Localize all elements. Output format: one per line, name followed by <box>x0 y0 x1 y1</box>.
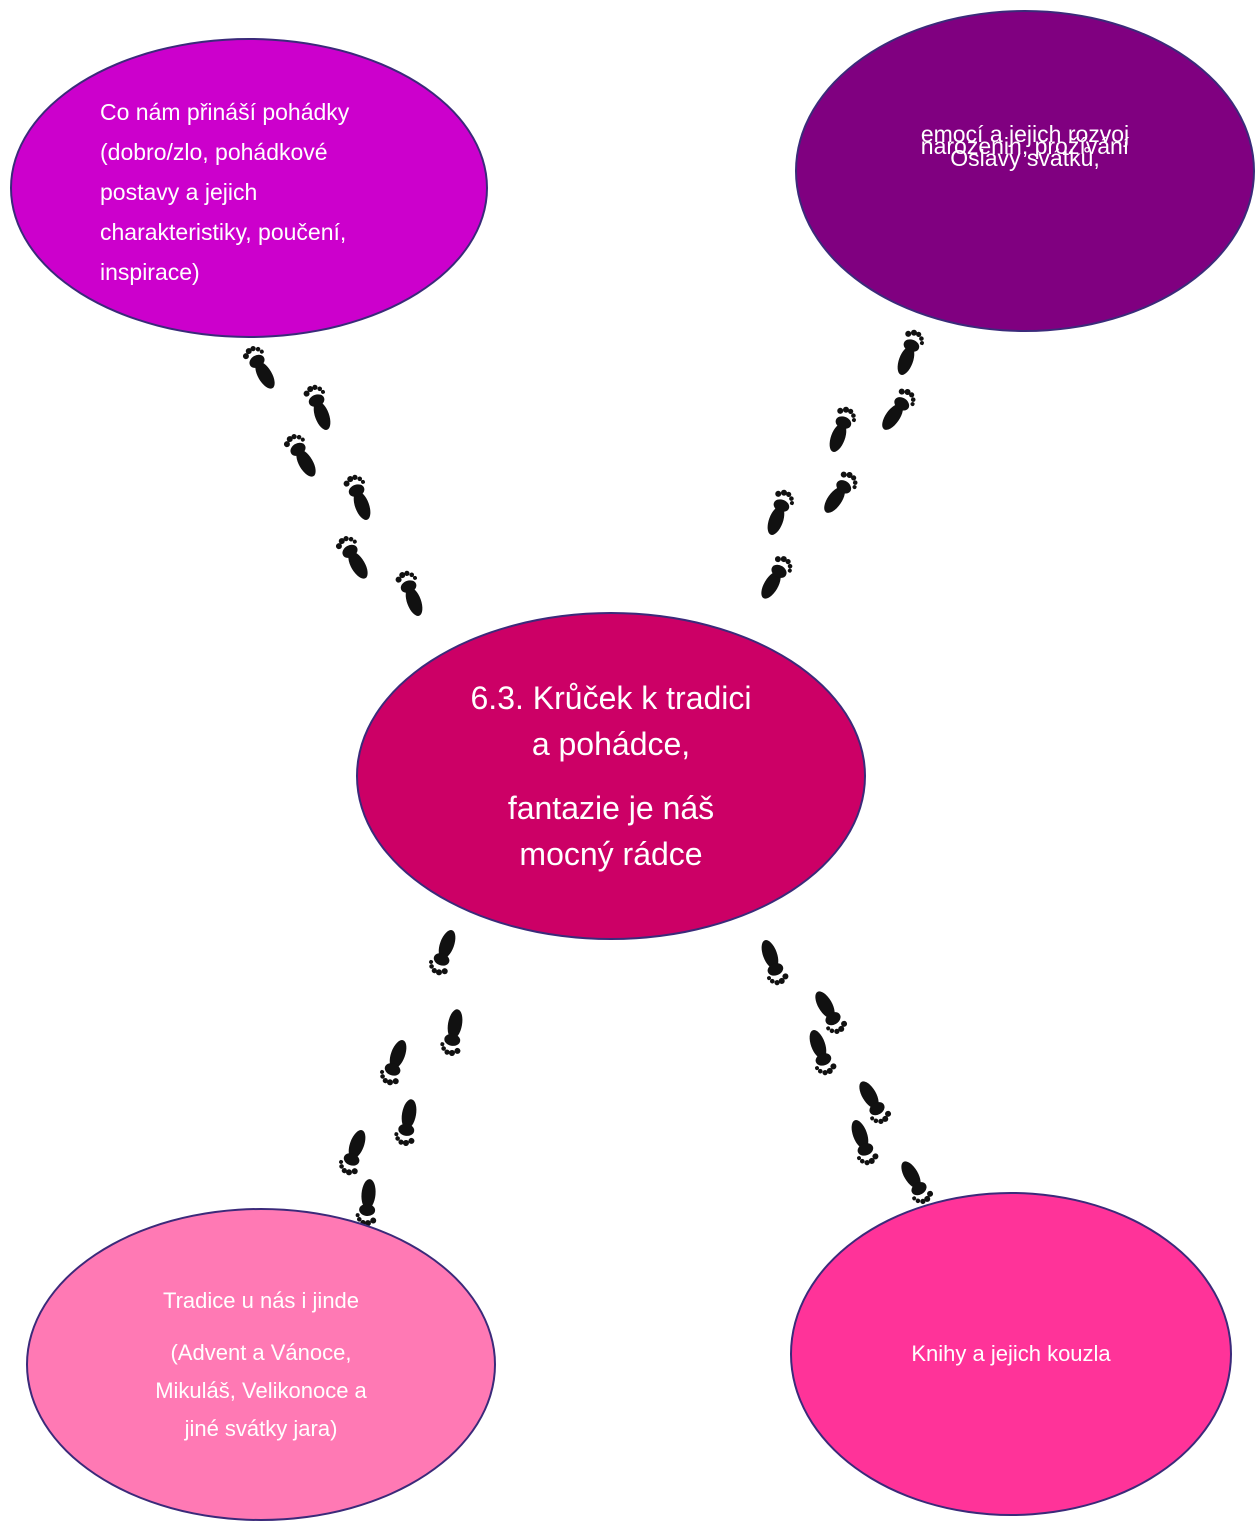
central-topic-line: 6.3. Krůček k tradici <box>470 680 752 716</box>
trail-bottom-right <box>754 936 936 1209</box>
node-text-line: jiné svátky jara) <box>184 1415 338 1441</box>
node-celebrations: Oslavy svátků, narozenin, prožívání emoc… <box>795 10 1255 332</box>
node-title: Tradice u nás i jinde <box>162 1287 360 1313</box>
node-text-line: charakteristiky, poučení, <box>100 219 347 245</box>
central-topic-line: fantazie je náš <box>507 790 715 826</box>
node-text-line: Co nám přináší pohádky <box>100 99 350 125</box>
node-text-line: (Advent a Vánoce, <box>170 1339 352 1365</box>
central-topic-line: mocný rádce <box>519 836 703 872</box>
node-text-line: emocí a jejich rozvoj <box>920 121 1130 147</box>
node-text-line: Mikuláš, Velikonoce a <box>155 1377 367 1403</box>
node-text-line: (dobro/zlo, pohádkové <box>100 139 328 165</box>
node-text-line: inspirace) <box>100 259 200 285</box>
node-text-line: postavy a jejich <box>100 179 258 205</box>
trail-top-right <box>754 327 928 604</box>
node-text-line: narozenin, prožívání <box>920 133 1130 159</box>
node-text-line: Oslavy svátků, <box>950 145 1100 171</box>
central-topic-line: a pohádce, <box>531 726 691 762</box>
node-text-line: Knihy a jejich kouzla <box>911 1341 1111 1366</box>
node-traditions: Tradice u nás i jinde (Advent a Vánoce, … <box>26 1208 496 1521</box>
central-topic-node: 6.3. Krůček k tradici a pohádce, fantazi… <box>356 612 866 940</box>
trail-bottom-left <box>335 926 468 1227</box>
trail-top-left <box>240 341 430 620</box>
node-fairy-tales: Co nám přináší pohádky (dobro/zlo, pohád… <box>10 38 488 338</box>
node-books: Knihy a jejich kouzla <box>790 1192 1232 1516</box>
